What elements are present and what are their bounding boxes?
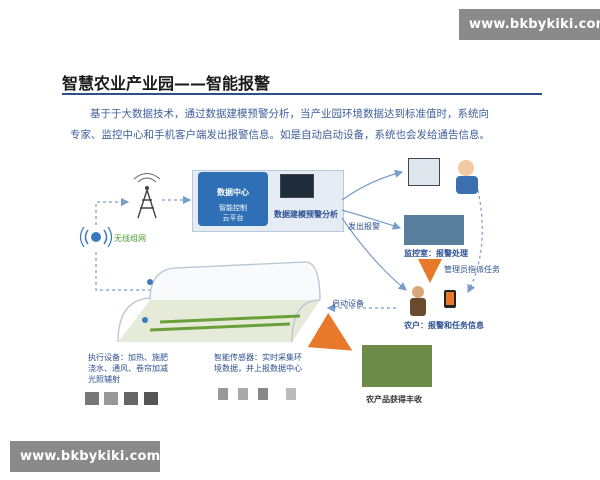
farmer-figure xyxy=(410,286,456,316)
harvest-photo xyxy=(362,345,432,387)
farmer-label: 农户：报警和任务信息 xyxy=(404,321,484,330)
expert-figure xyxy=(456,160,478,194)
monitor-room-photo xyxy=(404,215,464,245)
cloud-platform-box xyxy=(198,172,268,226)
cloud-platform-label-1: 智能控制 xyxy=(219,204,247,212)
greenhouse-illustration xyxy=(117,261,321,343)
wireless-label: 无线组网 xyxy=(114,234,146,243)
server-monitor-icon xyxy=(280,174,314,198)
intro-line-1: 基于于大数据技术，通过数据建模预警分析，当产业园环境数据达到标准值时，系统向 xyxy=(90,108,489,120)
sensor-icons xyxy=(218,388,296,400)
harvest-label: 农产品获得丰收 xyxy=(366,395,422,404)
actuator-icons xyxy=(85,392,158,405)
expert-screen-icon xyxy=(408,158,440,186)
intro-line-2: 专家、监控中心和手机客户端发出报警信息。如是自动启动设备，系统也会发给通告信息。 xyxy=(70,129,490,141)
actuator-label-1: 执行设备：加热、施肥 xyxy=(88,353,168,362)
send-alarm-label: 发出报警 xyxy=(348,222,380,231)
sensor-label-1: 智能传感器：实时采集环 xyxy=(214,353,302,362)
title-divider xyxy=(62,93,542,95)
actuator-label-2: 浇水、通风、卷帘加减 xyxy=(88,364,168,373)
page-title: 智慧农业产业园——智能报警 xyxy=(62,74,271,93)
cloud-platform-label-2: 云平台 xyxy=(222,214,244,222)
data-center-label: 数据中心 xyxy=(217,188,249,197)
watermark-top: www.bkbykiki.com xyxy=(459,9,600,40)
watermark-bottom: www.bkbykiki.com xyxy=(10,441,160,472)
wireless-icon xyxy=(79,226,113,248)
signal-tower-icon xyxy=(133,173,161,219)
actuator-label-3: 光照辅射 xyxy=(88,375,120,384)
sensor-label-2: 境数据，并上报数据中心 xyxy=(214,364,302,373)
manager-task-label: 管理员指派任务 xyxy=(444,265,500,274)
start-device-label: 启动设备 xyxy=(332,299,364,308)
modeling-label: 数据建模预警分析 xyxy=(274,210,338,219)
intro-paragraph: 基于于大数据技术，通过数据建模预警分析，当产业园环境数据达到标准值时，系统向 专… xyxy=(70,104,540,146)
monitor-room-label: 监控室：报警处理 xyxy=(404,249,468,258)
